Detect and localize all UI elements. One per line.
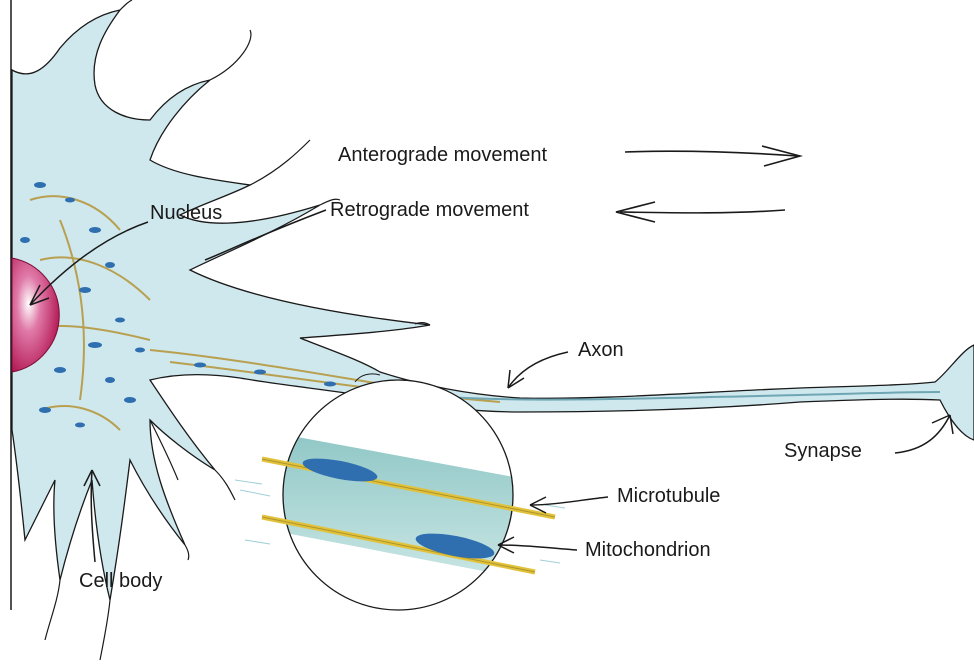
anterograde-label: Anterograde movement [338,145,547,165]
axon-label: Axon [578,340,624,360]
cell-body-label: Cell body [79,571,162,591]
synapse-leader [895,415,950,453]
mitochondrion-leader [498,545,577,550]
retrograde-arrow-icon [620,210,785,213]
microtubule-leader [530,497,608,505]
synapse-label: Synapse [784,441,862,461]
direction-arrows [616,146,800,222]
microtubule-label: Microtubule [617,486,720,506]
anterograde-arrow-icon [625,151,798,156]
nucleus-label: Nucleus [150,203,222,223]
mitochondrion-label: Mitochondrion [585,540,711,560]
retrograde-label: Retrograde movement [330,200,529,220]
